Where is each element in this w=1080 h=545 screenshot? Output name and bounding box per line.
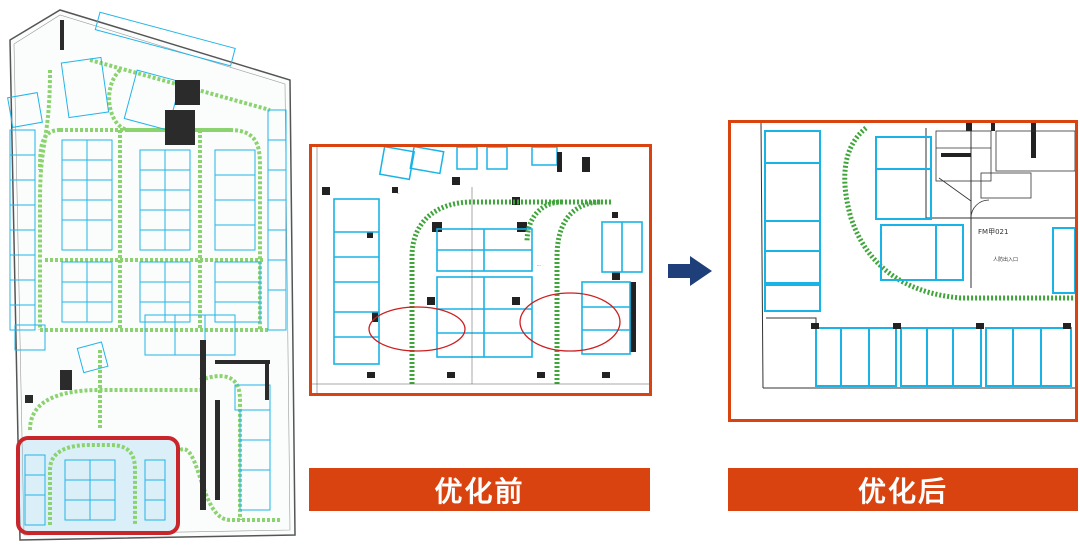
overview-highlight-box <box>16 436 180 535</box>
after-lane <box>842 126 1075 301</box>
after-code-label: FM甲021 <box>978 228 1008 236</box>
after-plan-drawing: FM甲021 人防出入口 <box>731 123 1075 419</box>
before-plan-frame: ····· <box>309 144 652 396</box>
after-stalls <box>764 130 1075 387</box>
svg-text:··: ·· <box>397 191 400 196</box>
overview-plan <box>0 0 300 545</box>
after-plan-frame: FM甲021 人防出入口 <box>728 120 1078 422</box>
overview-stalls <box>7 11 287 511</box>
before-lanes <box>409 199 612 384</box>
overview-plan-drawing <box>7 9 296 541</box>
after-room-label: 人防出入口 <box>993 256 1018 263</box>
before-highlight-ellipse-right <box>519 292 621 352</box>
svg-text:···: ··· <box>537 263 541 268</box>
right-arrow-icon <box>668 254 714 288</box>
before-highlight-ellipse-left <box>368 306 466 352</box>
before-plan-drawing: ····· <box>312 147 649 393</box>
before-stalls <box>333 198 643 365</box>
after-label: 优化后 <box>728 468 1078 511</box>
overview-lanes <box>28 58 280 522</box>
overview-walls <box>25 20 270 510</box>
before-label: 优化前 <box>309 468 650 511</box>
